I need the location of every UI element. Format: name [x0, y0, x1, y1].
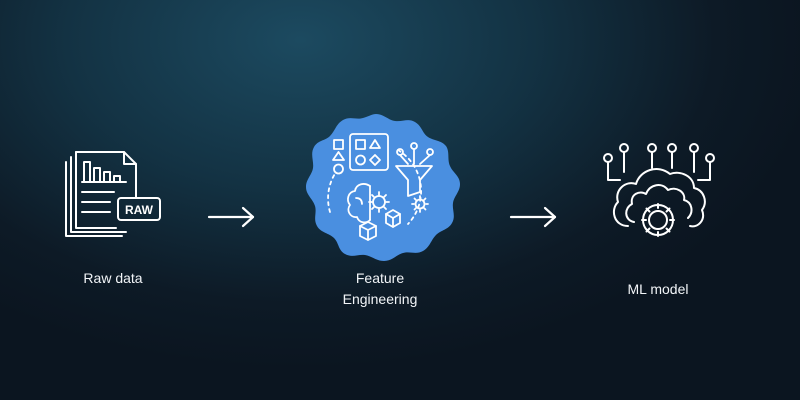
- arrow-right-icon: [207, 205, 257, 229]
- step-label-raw-data: Raw data: [83, 270, 143, 286]
- step-label-feature-engineering: Feature Engineering: [310, 268, 450, 310]
- step-label-feature: Feature: [355, 270, 405, 286]
- arrow-right-icon-2: [509, 205, 559, 229]
- feature-engineering-icon: [290, 112, 462, 262]
- step-label-ml-model: ML model: [627, 281, 689, 297]
- raw-badge-text: RAW: [125, 203, 154, 217]
- raw-document-icon: RAW: [62, 148, 164, 244]
- step-label-engineering: Engineering: [342, 291, 418, 307]
- brain-gear-network-icon: [598, 140, 718, 244]
